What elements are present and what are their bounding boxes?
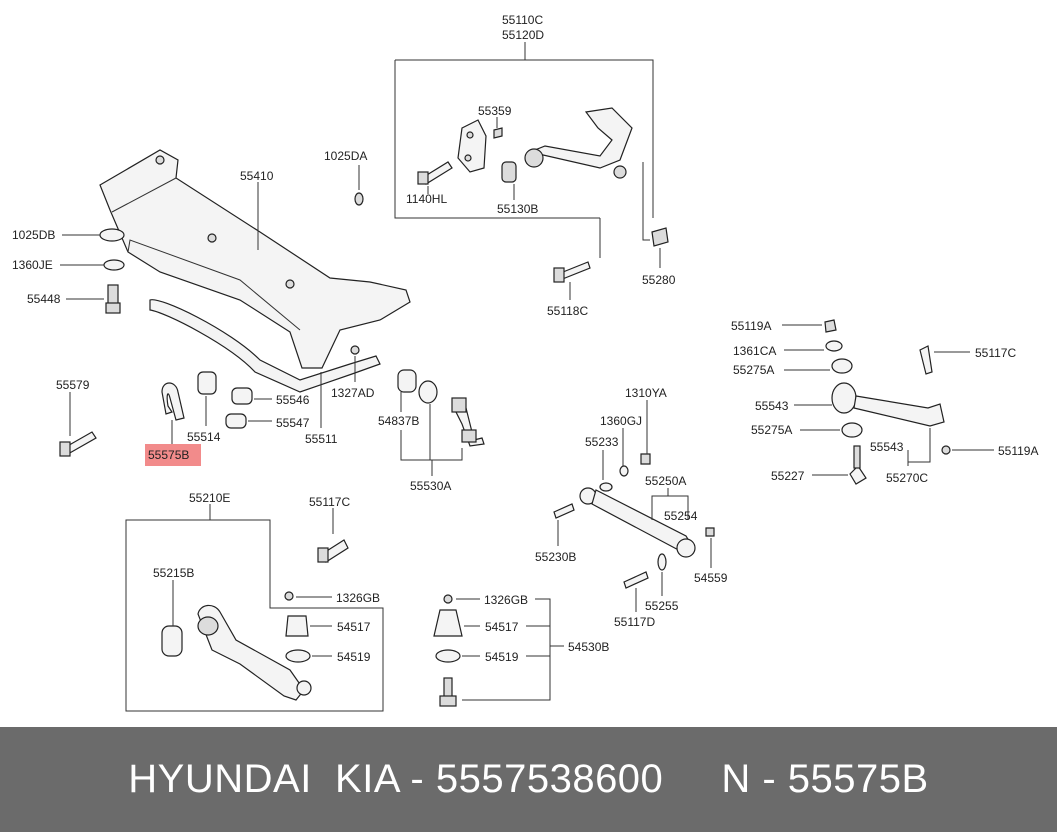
part-label-1361CA: 1361CA (733, 344, 776, 358)
subframe-drawing (99, 149, 411, 393)
part-label-55250A: 55250A (645, 474, 686, 488)
part-label-1360JE: 1360JE (12, 258, 53, 272)
upper-arm-group-bracket (394, 59, 654, 219)
part-label-55120D: 55120D (502, 28, 544, 42)
leader-line (569, 218, 601, 300)
part-label-55530A: 55530A (410, 479, 451, 493)
leader-line (907, 428, 931, 466)
leader-line (642, 162, 661, 268)
part-label-54837B: 54837B (378, 414, 419, 428)
part-label-55543-top: 55543 (755, 399, 789, 413)
part-label-55255: 55255 (645, 599, 679, 613)
part-label-55254: 55254 (664, 509, 698, 523)
part-label-55117D: 55117D (614, 615, 655, 629)
part-label-55117C-mid: 55117C (309, 495, 350, 509)
part-label-55118C: 55118C (547, 304, 588, 318)
lower-arm-drawing (553, 453, 715, 589)
knuckle-arm-drawing (161, 539, 349, 701)
part-label-1326GB-a: 1326GB (336, 591, 380, 605)
part-label-54517-a: 54517 (337, 620, 371, 634)
part-label-55275A-top: 55275A (733, 363, 774, 377)
part-label-1310YA: 1310YA (625, 386, 667, 400)
part-label-54519-a: 54519 (337, 650, 371, 664)
part-label-1025DB: 1025DB (12, 228, 55, 242)
part-label-55275A-bot: 55275A (751, 423, 792, 437)
part-label-55117C-right: 55117C (975, 346, 1016, 360)
highlight-box (145, 444, 201, 466)
part-label-54517-b: 54517 (485, 620, 519, 634)
part-label-55233: 55233 (585, 435, 619, 449)
part-label-55514: 55514 (187, 430, 221, 444)
part-label-55579: 55579 (56, 378, 90, 392)
leader-line (462, 598, 564, 701)
part-label-55119A-right: 55119A (998, 444, 1038, 458)
part-label-54519-b: 54519 (485, 650, 519, 664)
part-label-1025DA: 1025DA (324, 149, 367, 163)
part-label-55546: 55546 (276, 393, 310, 407)
stabilizer-drawing (59, 369, 485, 457)
part-label-1326GB-b: 1326GB (484, 593, 528, 607)
leader-line (400, 404, 463, 476)
part-label-1327AD: 1327AD (331, 386, 375, 400)
part-label-55410: 55410 (240, 169, 274, 183)
arm-group-bracket (125, 519, 384, 712)
part-label-55543-bot: 55543 (870, 440, 904, 454)
part-label-55511: 55511 (305, 432, 338, 446)
part-label-1360GJ: 1360GJ (600, 414, 642, 428)
part-label-55227: 55227 (771, 469, 805, 483)
part-label-55119A-top: 55119A (731, 319, 771, 333)
part-label-55110C: 55110C (502, 13, 543, 27)
part-label-55210E: 55210E (189, 491, 230, 505)
parts-diagram: 55110C 55120D 55359 1140HL 55130B 55280 … (12, 13, 1038, 712)
part-label-1140HL: 1140HL (406, 192, 447, 206)
footer-part-number: HYUNDAI KIA - 5557538600 N - 55575B (128, 757, 929, 801)
part-label-55547: 55547 (276, 416, 310, 430)
part-label-55359: 55359 (478, 104, 512, 118)
trailing-arm-drawing (824, 319, 951, 485)
part-label-55280: 55280 (642, 273, 676, 287)
part-label-55448: 55448 (27, 292, 61, 306)
ball-joint-kit-drawing (433, 594, 463, 707)
leader-line (651, 488, 689, 520)
part-label-55130B: 55130B (497, 202, 538, 216)
footer-banner: HYUNDAI KIA - 5557538600 N - 55575B (0, 727, 1057, 832)
part-label-54559: 54559 (694, 571, 728, 585)
part-label-54530B: 54530B (568, 640, 609, 654)
part-label-55215B: 55215B (153, 566, 194, 580)
part-label-55230B: 55230B (535, 550, 576, 564)
upper-arm-drawing (417, 107, 669, 283)
part-label-55575B[interactable]: 55575B (148, 448, 189, 462)
part-label-55270C: 55270C (886, 471, 928, 485)
